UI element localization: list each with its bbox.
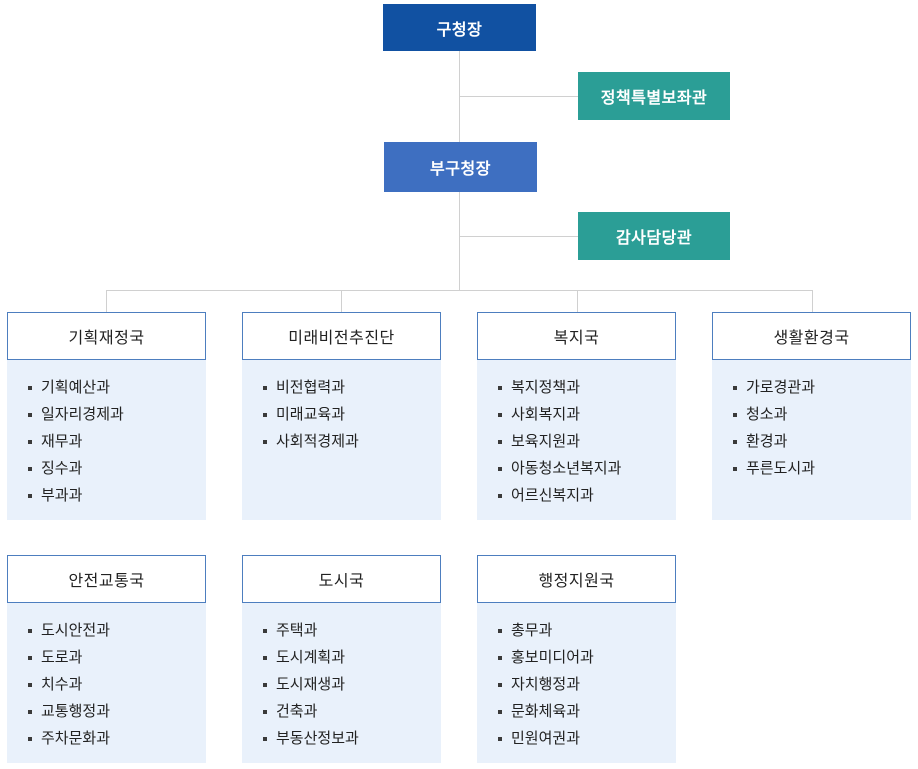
division-item: 주차문화과 bbox=[28, 725, 196, 752]
department-title: 복지국 bbox=[477, 312, 676, 360]
department-title: 생활환경국 bbox=[712, 312, 911, 360]
division-item: 도시재생과 bbox=[263, 671, 431, 698]
division-item: 복지정책과 bbox=[498, 374, 666, 401]
connector-stub-4 bbox=[812, 290, 813, 312]
division-item: 기획예산과 bbox=[28, 374, 196, 401]
division-item: 부동산정보과 bbox=[263, 725, 431, 752]
division-item: 미래교육과 bbox=[263, 401, 431, 428]
division-item: 어르신복지과 bbox=[498, 482, 666, 509]
division-item: 보육지원과 bbox=[498, 428, 666, 455]
deputy-mayor-box: 부구청장 bbox=[384, 142, 537, 192]
division-item: 건축과 bbox=[263, 698, 431, 725]
division-item: 홍보미디어과 bbox=[498, 644, 666, 671]
mayor-box: 구청장 bbox=[383, 4, 536, 51]
department-title: 미래비전추진단 bbox=[242, 312, 441, 360]
connector-audit-officer bbox=[460, 236, 578, 237]
connector-deputy-trunk bbox=[459, 192, 460, 290]
division-item: 문화체육과 bbox=[498, 698, 666, 725]
policy-advisor-box: 정책특별보좌관 bbox=[578, 72, 730, 120]
audit-officer-box: 감사담당관 bbox=[578, 212, 730, 260]
department-title: 기획재정국 bbox=[7, 312, 206, 360]
department-title: 행정지원국 bbox=[477, 555, 676, 603]
division-item: 도시안전과 bbox=[28, 617, 196, 644]
division-item: 환경과 bbox=[733, 428, 901, 455]
connector-policy-advisor bbox=[460, 96, 578, 97]
division-item: 징수과 bbox=[28, 455, 196, 482]
division-item: 아동청소년복지과 bbox=[498, 455, 666, 482]
division-item: 주택과 bbox=[263, 617, 431, 644]
connector-stub-1 bbox=[106, 290, 107, 312]
division-item: 청소과 bbox=[733, 401, 901, 428]
division-item: 재무과 bbox=[28, 428, 196, 455]
department-title: 도시국 bbox=[242, 555, 441, 603]
division-item: 도로과 bbox=[28, 644, 196, 671]
division-item: 일자리경제과 bbox=[28, 401, 196, 428]
division-item: 민원여권과 bbox=[498, 725, 666, 752]
division-item: 사회적경제과 bbox=[263, 428, 431, 455]
division-item: 치수과 bbox=[28, 671, 196, 698]
connector-branch-bar bbox=[106, 290, 813, 291]
connector-stub-2 bbox=[341, 290, 342, 312]
department-title: 안전교통국 bbox=[7, 555, 206, 603]
division-item: 사회복지과 bbox=[498, 401, 666, 428]
division-item: 비전협력과 bbox=[263, 374, 431, 401]
connector-stub-3 bbox=[577, 290, 578, 312]
division-item: 교통행정과 bbox=[28, 698, 196, 725]
division-item: 도시계획과 bbox=[263, 644, 431, 671]
division-item: 자치행정과 bbox=[498, 671, 666, 698]
division-item: 푸른도시과 bbox=[733, 455, 901, 482]
division-item: 총무과 bbox=[498, 617, 666, 644]
division-item: 가로경관과 bbox=[733, 374, 901, 401]
connector-mayor-deputy bbox=[459, 51, 460, 142]
division-item: 부과과 bbox=[28, 482, 196, 509]
